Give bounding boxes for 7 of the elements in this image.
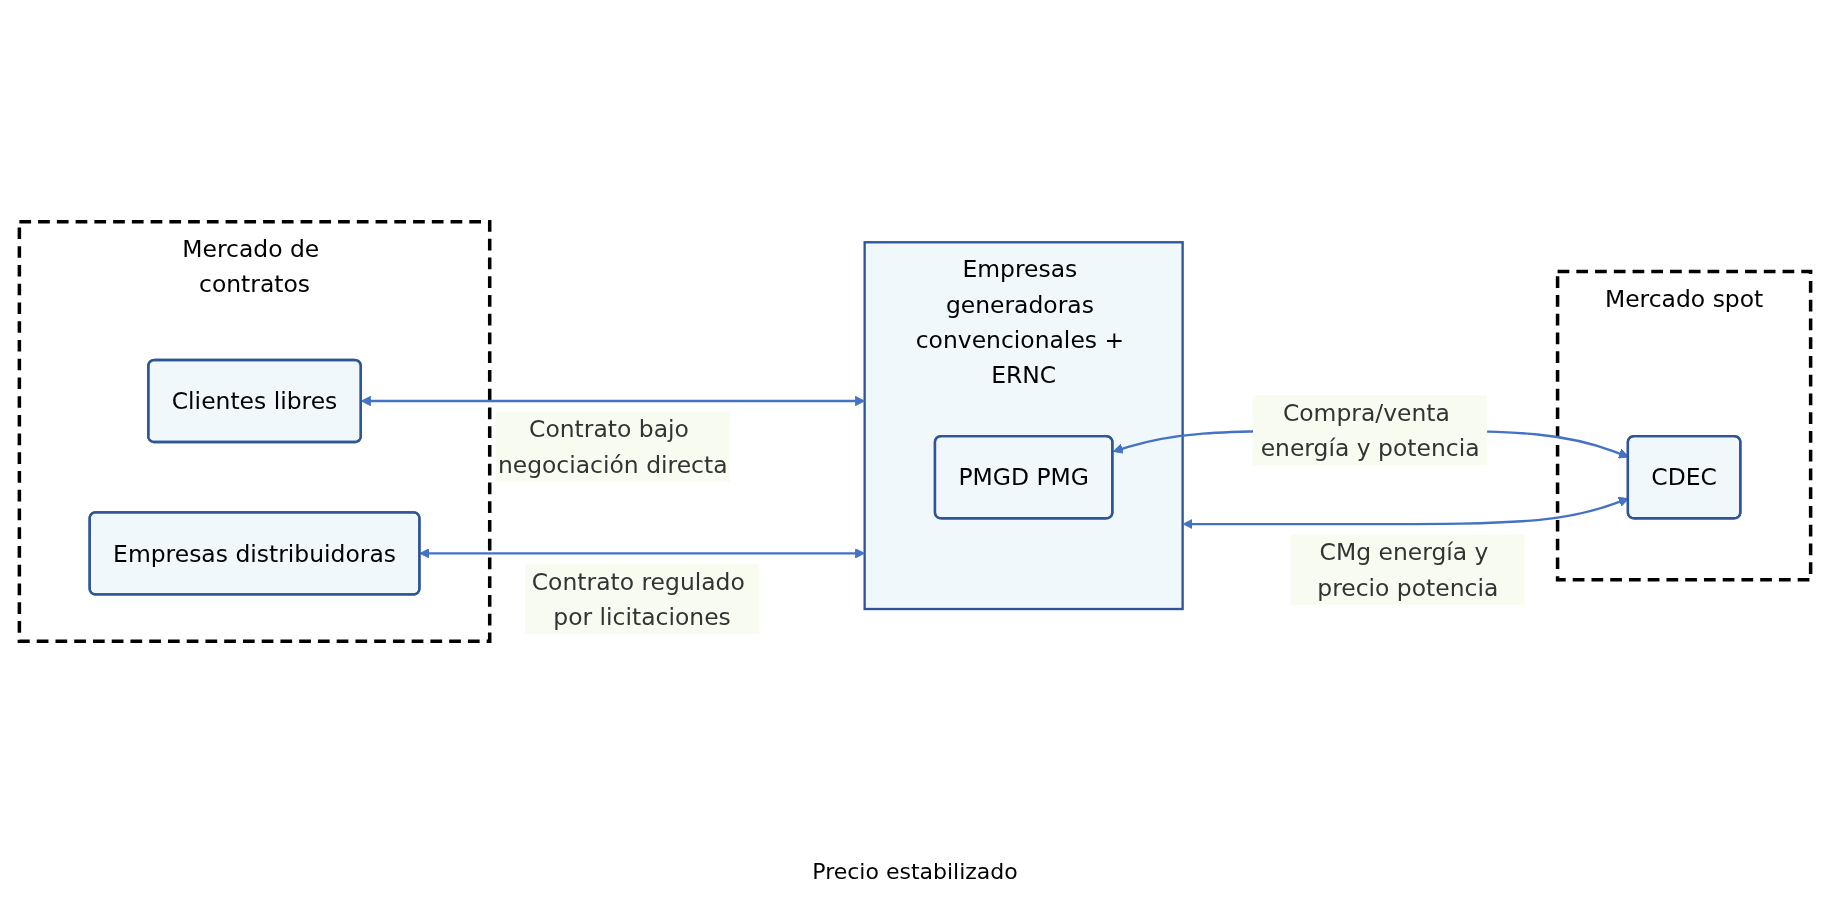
arrow [419,548,866,559]
edge-label: Contrato bajo negociación directa [497,415,728,479]
note-text: Precio estabilizado [812,859,1018,884]
arrow [360,395,866,407]
edge-label: Compra/venta energía y potencia [1260,398,1480,462]
edge-label: Contrato regulado por licitaciones [531,567,745,631]
edge-label: CMg energía y precio potencia [1317,538,1499,602]
